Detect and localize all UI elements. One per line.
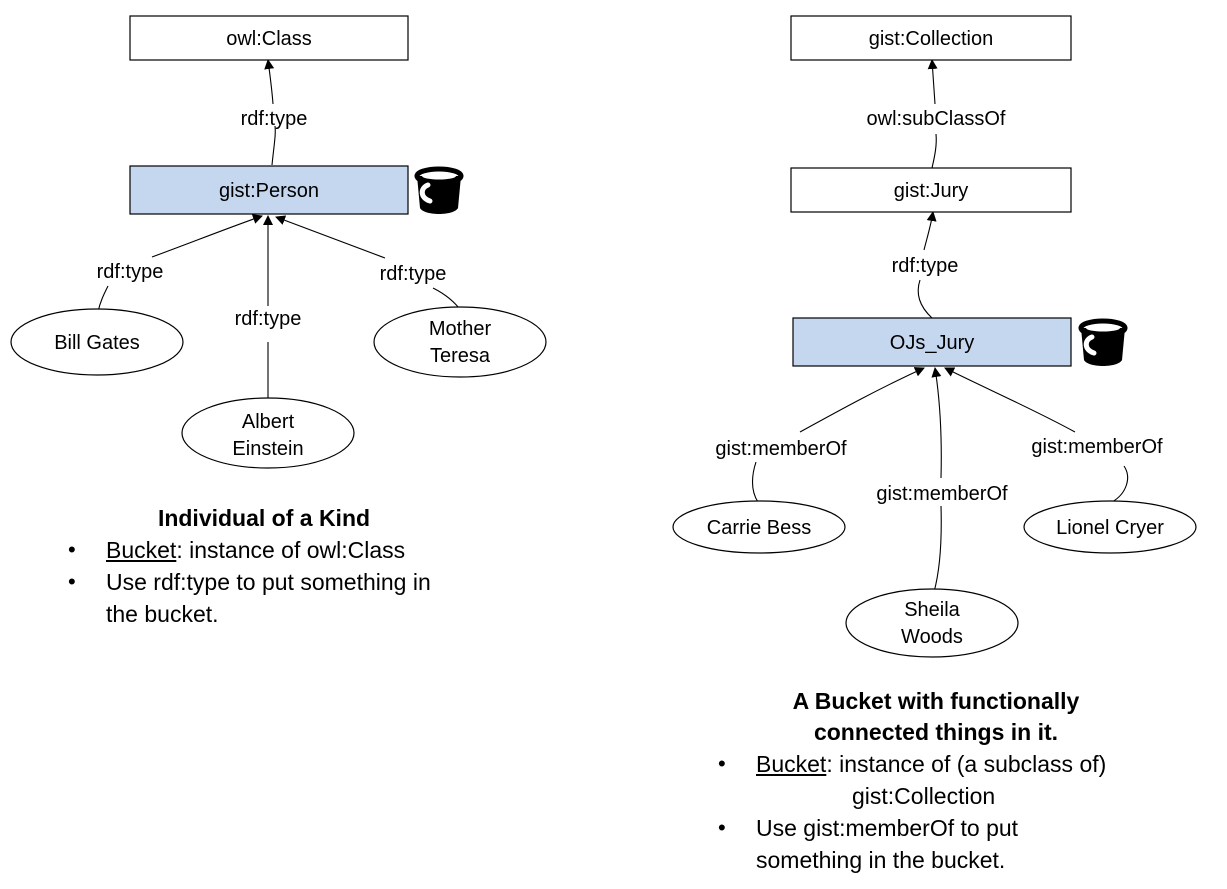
bullet-text: gist:Collection xyxy=(852,783,996,809)
node-lionel-cryer: Lionel Cryer xyxy=(1023,500,1197,554)
node-gist-person: gist:Person xyxy=(129,165,409,215)
node-label: gist:Person xyxy=(219,180,319,202)
edge-jury-to-collection: owl:subClassOf xyxy=(867,59,1006,169)
left-caption: Individual of a Kind Bucket: instance of… xyxy=(64,503,524,630)
bucket-term: Bucket xyxy=(106,537,177,563)
node-gist-collection: gist:Collection xyxy=(790,15,1072,61)
edge-lionel-to-ojs: gist:memberOf xyxy=(944,367,1163,503)
node-label: OJs_Jury xyxy=(890,332,974,354)
right-caption: A Bucket with functionally connected thi… xyxy=(714,686,1184,876)
edge-sheila-to-ojs: gist:memberOf xyxy=(876,367,1008,593)
node-sheila-woods: Sheila Woods xyxy=(845,588,1019,658)
node-label-line2: Woods xyxy=(901,626,963,648)
node-bill-gates: Bill Gates xyxy=(10,308,184,376)
bucket-icon xyxy=(1078,318,1128,366)
edge-mother-to-person: rdf:type xyxy=(275,215,463,313)
node-label: owl:Class xyxy=(226,28,312,50)
bucket-term: Bucket xyxy=(756,751,827,777)
bullet-text: : instance of (a subclass of) xyxy=(826,751,1107,777)
node-owl-class: owl:Class xyxy=(129,15,409,61)
edge-label: rdf:type xyxy=(97,261,164,283)
caption-bullet: Use gist:memberOf to put something in the… xyxy=(714,812,1184,876)
bullet-text: Use rdf:type to put something in xyxy=(106,569,431,595)
edge-person-to-class: rdf:type xyxy=(241,59,308,166)
node-label: gist:Jury xyxy=(894,180,968,202)
edge-label: gist:memberOf xyxy=(876,483,1008,505)
edge-label: owl:subClassOf xyxy=(867,108,1006,130)
edge-label: rdf:type xyxy=(241,108,308,130)
node-albert-einstein: Albert Einstein xyxy=(181,397,355,469)
caption-title: A Bucket with functionally connected thi… xyxy=(714,686,1158,748)
caption-bullet: Bucket: instance of (a subclass of) gist:… xyxy=(714,748,1184,812)
node-label: Bill Gates xyxy=(54,332,140,354)
edge-albert-to-person: rdf:type xyxy=(235,215,302,398)
edge-label: rdf:type xyxy=(380,263,447,285)
edge-label: gist:memberOf xyxy=(1031,436,1163,458)
node-label-line2: Einstein xyxy=(232,438,303,460)
edge-carrie-to-ojs: gist:memberOf xyxy=(715,367,925,503)
caption-title-line2: connected things in it. xyxy=(813,719,1059,745)
node-label-line1: Mother xyxy=(429,318,492,340)
node-label: Carrie Bess xyxy=(707,517,811,539)
node-carrie-bess: Carrie Bess xyxy=(672,500,846,554)
node-mother-teresa: Mother Teresa xyxy=(373,306,547,378)
node-label-line1: Sheila xyxy=(904,599,960,621)
bucket-icon xyxy=(414,166,464,214)
bullet-text: : instance of owl:Class xyxy=(176,537,406,563)
node-gist-jury: gist:Jury xyxy=(790,167,1072,213)
edge-label: rdf:type xyxy=(892,255,959,277)
node-label: gist:Collection xyxy=(869,28,994,50)
node-label: Lionel Cryer xyxy=(1056,517,1164,539)
caption-bullets: Bucket: instance of (a subclass of) gist:… xyxy=(714,748,1184,876)
caption-title-line1: A Bucket with functionally xyxy=(792,688,1080,714)
edge-label: gist:memberOf xyxy=(715,438,847,460)
edge-ojs-to-jury: rdf:type xyxy=(892,211,959,319)
caption-title: Individual of a Kind xyxy=(157,505,371,531)
bullet-text: the bucket. xyxy=(106,601,219,627)
caption-bullets: Bucket: instance of owl:Class Use rdf:ty… xyxy=(64,534,524,630)
node-label-line2: Teresa xyxy=(430,345,491,367)
node-ojs-jury: OJs_Jury xyxy=(792,317,1072,367)
edge-label: rdf:type xyxy=(235,308,302,330)
edge-bill-to-person: rdf:type xyxy=(97,214,263,313)
bullet-text: Use gist:memberOf to put xyxy=(756,815,1019,841)
caption-bullet: Use rdf:type to put something in the buck… xyxy=(64,566,524,630)
bullet-text: something in the bucket. xyxy=(756,847,1006,873)
caption-bullet: Bucket: instance of owl:Class xyxy=(64,534,524,566)
node-label-line1: Albert xyxy=(242,411,295,433)
